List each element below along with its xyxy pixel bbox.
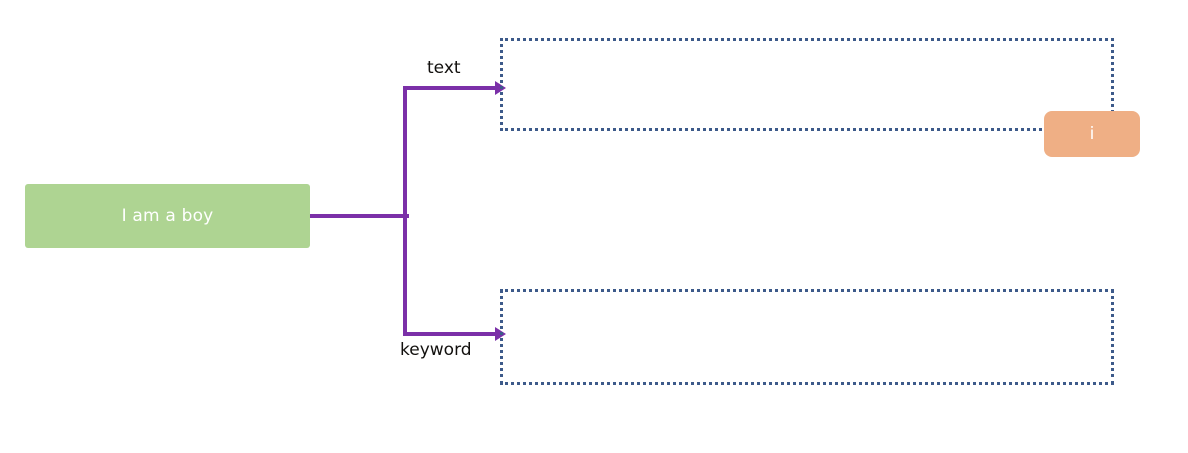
token-chip[interactable]: i bbox=[1044, 111, 1140, 157]
source-node-label: I am a boy bbox=[121, 205, 214, 226]
token-chip-label: i bbox=[1089, 123, 1095, 144]
edge-label-text: text bbox=[427, 58, 461, 78]
edge-text-horizontal bbox=[403, 86, 500, 90]
keyword-group-container: I am a boy bbox=[500, 289, 1114, 385]
text-group-container: i am a boy bbox=[500, 38, 1140, 157]
edge-trunk-vertical bbox=[403, 88, 407, 336]
edge-stem-horizontal bbox=[310, 214, 409, 218]
edge-label-keyword: keyword bbox=[400, 340, 472, 360]
source-node[interactable]: I am a boy bbox=[25, 184, 310, 248]
edge-keyword-horizontal bbox=[403, 332, 500, 336]
